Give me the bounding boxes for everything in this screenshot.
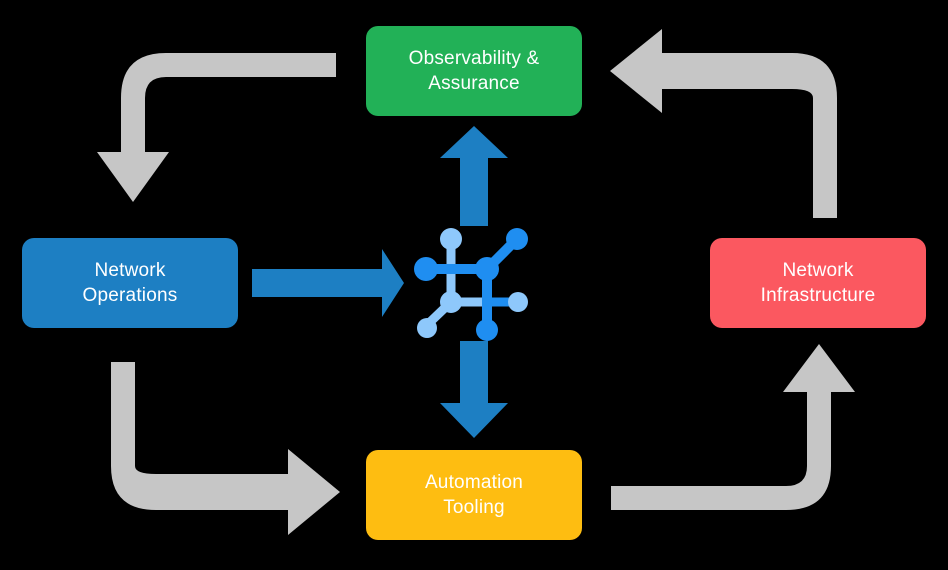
mesh-node-center [475, 257, 499, 281]
arrow-automation-to-infrastructure [611, 344, 855, 510]
mesh-node-mid-left [440, 291, 462, 313]
arrow-infrastructure-to-observability [610, 29, 837, 218]
arrow-operations-to-center [252, 249, 404, 317]
mesh-node-top-right [506, 228, 528, 250]
mesh-node-right [508, 292, 528, 312]
box-automation-tooling-label: Automation Tooling [424, 471, 524, 518]
mesh-node-bottom [476, 319, 498, 341]
mesh-node-bottom-left [417, 318, 437, 338]
box-observability-label: Observability & Assurance [408, 47, 540, 94]
box-network-infrastructure[interactable]: Network Infrastructure [710, 238, 926, 328]
mesh-node-top-left [440, 228, 462, 250]
mesh-node-left [414, 257, 438, 281]
box-network-operations[interactable]: Network Operations [22, 238, 238, 328]
center-icon-container [414, 218, 534, 348]
box-network-infrastructure-label: Network Infrastructure [760, 259, 876, 306]
box-observability-assurance[interactable]: Observability & Assurance [366, 26, 582, 116]
arrow-operations-to-automation [111, 362, 340, 535]
arrow-observability-to-operations [97, 53, 336, 202]
box-automation-tooling[interactable]: Automation Tooling [366, 450, 582, 540]
arrow-center-to-observability [440, 126, 508, 226]
box-network-operations-label: Network Operations [82, 259, 178, 306]
network-mesh-icon [414, 228, 528, 341]
arrow-center-to-automation [440, 341, 508, 438]
